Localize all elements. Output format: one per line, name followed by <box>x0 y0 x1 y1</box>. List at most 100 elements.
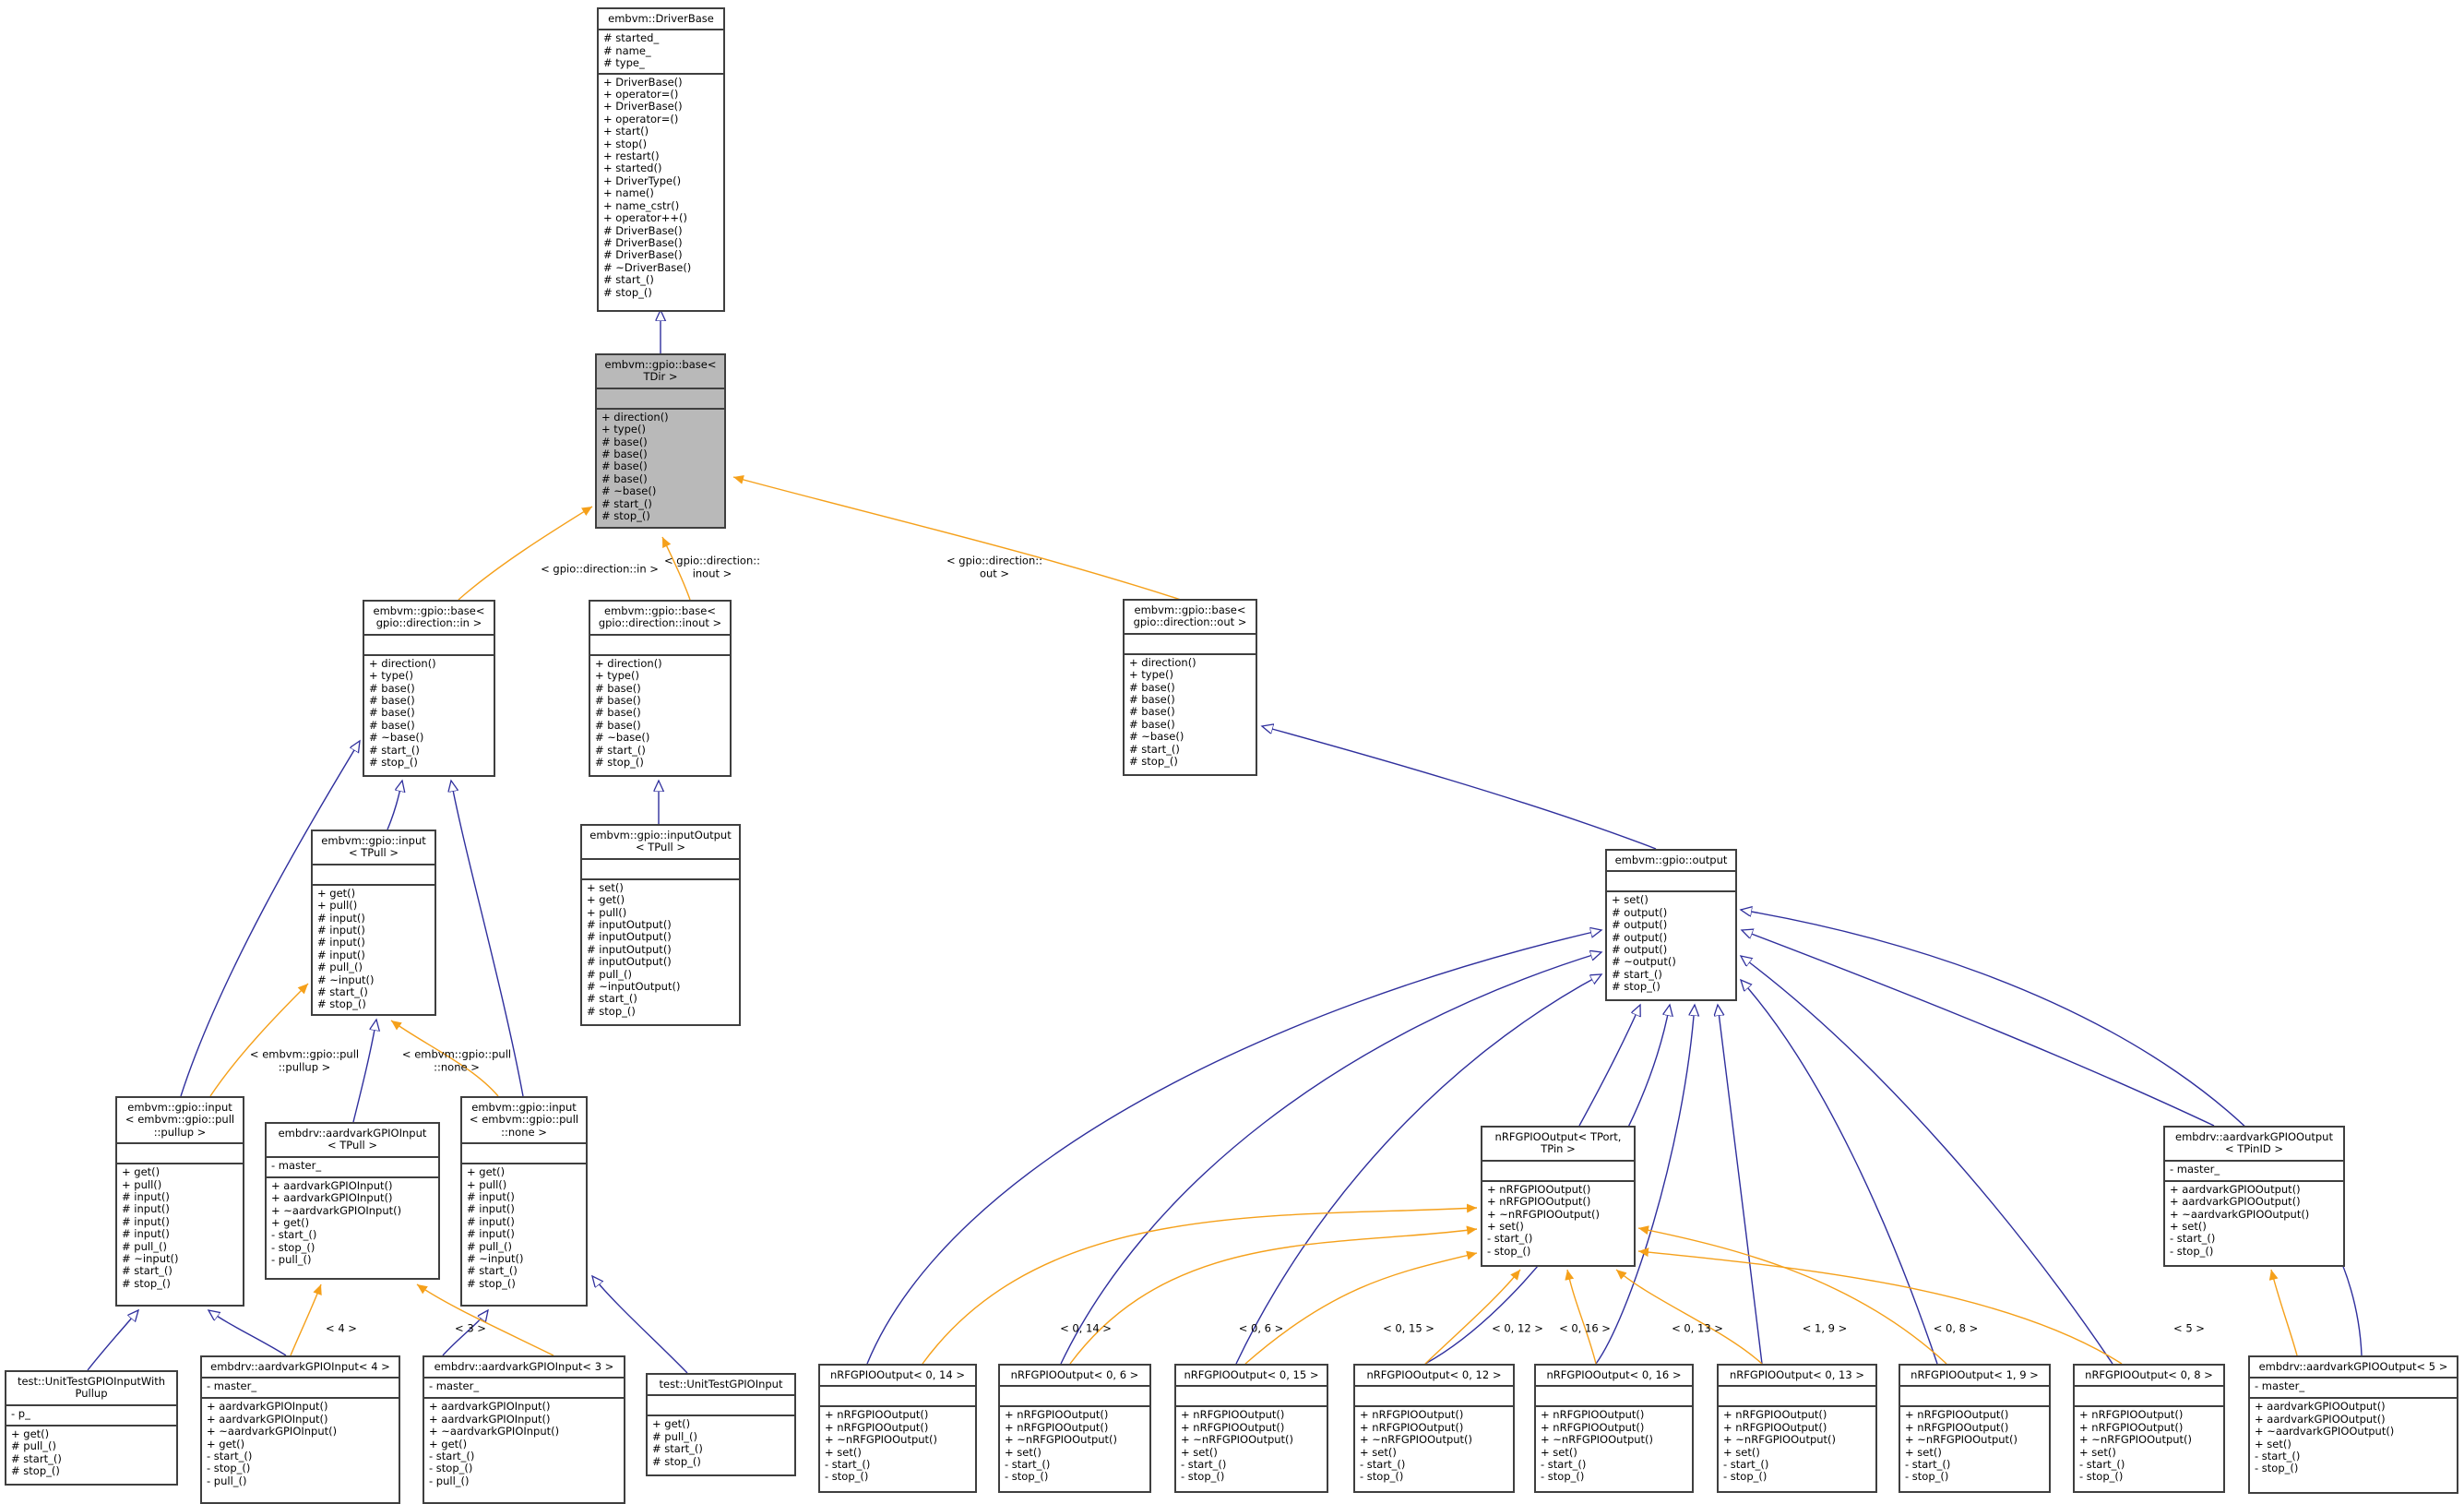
member-text: - master_ <box>2255 1379 2305 1393</box>
member-text: - stop_() <box>1723 1470 1768 1484</box>
member-text: - start_() <box>1487 1232 1533 1246</box>
member-text: + nRFGPIOOutput() <box>1181 1408 1285 1422</box>
edge-label: < 0, 8 > <box>1934 1322 1979 1335</box>
member-text: + get() <box>11 1426 50 1440</box>
member-text: # ~output() <box>1612 955 1676 969</box>
member-text: test::UnitTestGPIOInputWith <box>17 1375 166 1388</box>
member-text: + set() <box>2079 1445 2116 1459</box>
class-title: embdrv::aardvarkGPIOInput< 4 > <box>202 1357 399 1379</box>
class-node-embvm-gpio-output[interactable]: embvm::gpio::output+ set()# output()# ou… <box>1605 849 1737 1001</box>
member-text: + ~aardvarkGPIOOutput() <box>2255 1425 2395 1438</box>
class-node-nrfgpiooutput-0-15[interactable]: nRFGPIOOutput< 0, 15 >+ nRFGPIOOutput()+… <box>1174 1364 1328 1493</box>
class-methods: + nRFGPIOOutput()+ nRFGPIOOutput()+ ~nRF… <box>1176 1407 1327 1491</box>
class-attributes <box>462 1144 586 1165</box>
template-instantiation-edge <box>1424 1269 1521 1365</box>
class-node-embdrv-aardvarkgpioinput-3[interactable]: embdrv::aardvarkGPIOInput< 3 >- master_+… <box>423 1355 625 1504</box>
class-node-nrfgpiooutput-1-9[interactable]: nRFGPIOOutput< 1, 9 >+ nRFGPIOOutput()+ … <box>1899 1364 2051 1493</box>
member-text: # start_() <box>317 985 368 999</box>
member-text: + ~aardvarkGPIOInput() <box>207 1425 338 1438</box>
member-text: # input() <box>122 1190 170 1204</box>
class-node-nrfgpiooutput-0-12[interactable]: nRFGPIOOutput< 0, 12 >+ nRFGPIOOutput()+… <box>1353 1364 1515 1493</box>
member-text: ::pullup > <box>278 1060 331 1073</box>
member-text: < 0, 6 > <box>1238 1321 1284 1335</box>
member-text: - stop_() <box>207 1462 251 1475</box>
member-text: # ~base() <box>369 731 424 745</box>
member-text: < 0, 13 > <box>1672 1321 1723 1335</box>
inheritance-edge <box>1718 1005 1763 1365</box>
class-node-nrfgpiooutput-0-8[interactable]: nRFGPIOOutput< 0, 8 >+ nRFGPIOOutput()+ … <box>2073 1364 2225 1493</box>
class-methods: + direction()+ type()# base()# base()# b… <box>597 410 724 527</box>
class-node-nrfgpiooutput-0-6[interactable]: nRFGPIOOutput< 0, 6 >+ nRFGPIOOutput()+ … <box>998 1364 1151 1493</box>
class-title: nRFGPIOOutput< 0, 13 > <box>1719 1366 1875 1388</box>
member-text: + set() <box>2170 1220 2207 1234</box>
member-text: inout > <box>692 567 732 579</box>
inheritance-edge <box>387 781 402 830</box>
edge-label: < 3 > <box>455 1322 486 1335</box>
edge-label: < 0, 6 > <box>1239 1322 1284 1335</box>
class-attributes: - master_ <box>267 1158 438 1178</box>
member-text: + nRFGPIOOutput() <box>2079 1408 2184 1422</box>
member-text: - master_ <box>207 1379 257 1393</box>
member-text: embdrv::aardvarkGPIOOutput< 5 > <box>2258 1360 2448 1373</box>
class-node-embdrv-aardvarkgpiooutput-tpinid[interactable]: embdrv::aardvarkGPIOOutput< TPinID >- ma… <box>2163 1126 2345 1267</box>
edge-label: < 0, 16 > <box>1559 1322 1611 1335</box>
member-text: - start_() <box>1723 1458 1769 1472</box>
member-text: # base() <box>595 706 641 720</box>
class-title: nRFGPIOOutput< 0, 12 > <box>1355 1366 1513 1388</box>
member-text: + ~nRFGPIOOutput() <box>1360 1433 1473 1447</box>
edge-label: < gpio::direction::out > <box>946 555 1042 580</box>
member-text: # inputOutput() <box>587 955 672 969</box>
member-text: + name_cstr() <box>603 198 680 212</box>
member-text: # base() <box>601 471 648 485</box>
class-node-embvm-gpio-base-direction-out[interactable]: embvm::gpio::base<gpio::direction::out >… <box>1123 599 1257 776</box>
member-text: + nRFGPIOOutput() <box>1487 1182 1591 1196</box>
class-node-embvm-gpio-input-tpull[interactable]: embvm::gpio::input< TPull >+ get()+ pull… <box>311 830 436 1016</box>
class-node-embvm-gpio-base-direction-inout[interactable]: embvm::gpio::base<gpio::direction::inout… <box>589 600 732 777</box>
member-text: + operator=() <box>603 112 679 125</box>
member-text: < 0, 15 > <box>1383 1321 1434 1335</box>
class-node-embvm-gpio-base-direction-in[interactable]: embvm::gpio::base<gpio::direction::in >+… <box>363 600 495 777</box>
member-text: embvm::DriverBase <box>608 12 714 25</box>
class-node-embdrv-aardvarkgpiooutput-5[interactable]: embdrv::aardvarkGPIOOutput< 5 >- master_… <box>2248 1355 2458 1494</box>
member-text: # pull_() <box>317 961 363 974</box>
member-text: - start_() <box>2170 1232 2216 1246</box>
class-title: embvm::gpio::base<gpio::direction::inout… <box>590 602 730 636</box>
member-text: # base() <box>595 694 641 708</box>
class-node-nrfgpiooutput-0-13[interactable]: nRFGPIOOutput< 0, 13 >+ nRFGPIOOutput()+… <box>1717 1364 1877 1493</box>
member-text: # ~base() <box>595 731 650 745</box>
member-text: # output() <box>1612 943 1668 957</box>
member-text: < 0, 14 > <box>1060 1321 1112 1335</box>
class-node-embdrv-aardvarkgpioinput-tpull[interactable]: embdrv::aardvarkGPIOInput< TPull >- mast… <box>265 1122 440 1280</box>
class-node-embvm-gpio-input-none[interactable]: embvm::gpio::input< embvm::gpio::pull::n… <box>460 1096 588 1307</box>
class-node-nrfgpiooutput-0-14[interactable]: nRFGPIOOutput< 0, 14 >+ nRFGPIOOutput()+… <box>818 1364 977 1493</box>
member-text: # base() <box>1129 717 1175 731</box>
inheritance-edge <box>1742 930 2215 1127</box>
class-node-embvm-driverbase[interactable]: embvm::DriverBase# started_# name_# type… <box>597 7 725 312</box>
member-text: + ~nRFGPIOOutput() <box>1541 1433 1654 1447</box>
class-node-embvm-gpio-input-pullup[interactable]: embvm::gpio::input< embvm::gpio::pull::p… <box>115 1096 244 1307</box>
class-node-nrfgpiooutput-0-16[interactable]: nRFGPIOOutput< 0, 16 >+ nRFGPIOOutput()+… <box>1534 1364 1694 1493</box>
class-node-embvm-gpio-base-tdir[interactable]: embvm::gpio::base<TDir >+ direction()+ t… <box>595 353 726 529</box>
member-text: + aardvarkGPIOOutput() <box>2255 1412 2386 1426</box>
member-text: + type() <box>595 669 639 683</box>
member-text: # stop_() <box>587 1004 636 1018</box>
class-node-embvm-gpio-inputoutput-tpull[interactable]: embvm::gpio::inputOutput< TPull >+ set()… <box>580 824 741 1026</box>
member-text: nRFGPIOOutput< 0, 14 > <box>830 1368 965 1381</box>
member-text: embvm::gpio::base< <box>373 604 485 617</box>
member-text: + restart() <box>603 149 660 163</box>
class-attributes <box>1125 635 1256 655</box>
member-text: + aardvarkGPIOOutput() <box>2255 1400 2386 1414</box>
member-text: < TPull > <box>348 846 399 860</box>
member-text: + pull() <box>317 899 358 913</box>
class-attributes <box>1482 1162 1634 1182</box>
class-node-embdrv-aardvarkgpioinput-4[interactable]: embdrv::aardvarkGPIOInput< 4 >- master_+… <box>200 1355 400 1504</box>
class-node-nrfgpiooutput-tport-tpin[interactable]: nRFGPIOOutput< TPort,TPin >+ nRFGPIOOutp… <box>1481 1126 1636 1267</box>
member-text: - stop_() <box>825 1470 869 1484</box>
member-text: < 0, 16 > <box>1559 1321 1611 1335</box>
class-attributes <box>582 860 739 880</box>
template-instantiation-edge <box>416 1283 554 1356</box>
template-instantiation-edge <box>1069 1225 1478 1365</box>
class-node-test-unittestgpioinput[interactable]: test::UnitTestGPIOInput+ get()# pull_()#… <box>646 1373 796 1476</box>
